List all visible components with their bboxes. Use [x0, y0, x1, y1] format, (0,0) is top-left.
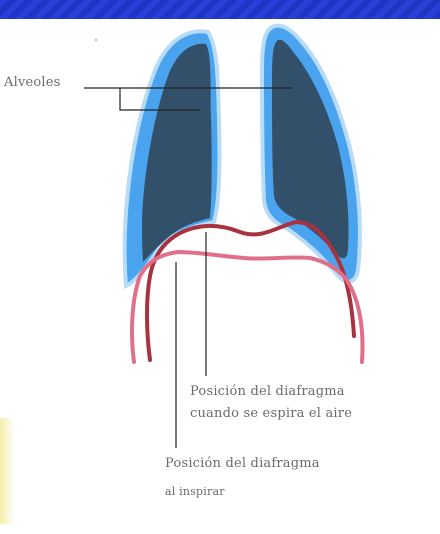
inhale-position-label: Posición del diafragma [165, 456, 320, 472]
inhale-position-label-line2: al inspirar [165, 484, 225, 500]
speck [95, 39, 98, 42]
diaphragm-inhaled-curve [132, 252, 362, 362]
exhale-position-label: Posición del diafragma [190, 384, 345, 400]
alveoli-label: Alveoles [4, 75, 61, 91]
right-lung [262, 26, 360, 282]
left-lung [125, 31, 220, 286]
exhale-position-label-line2: cuando se espira el aire [190, 406, 352, 422]
